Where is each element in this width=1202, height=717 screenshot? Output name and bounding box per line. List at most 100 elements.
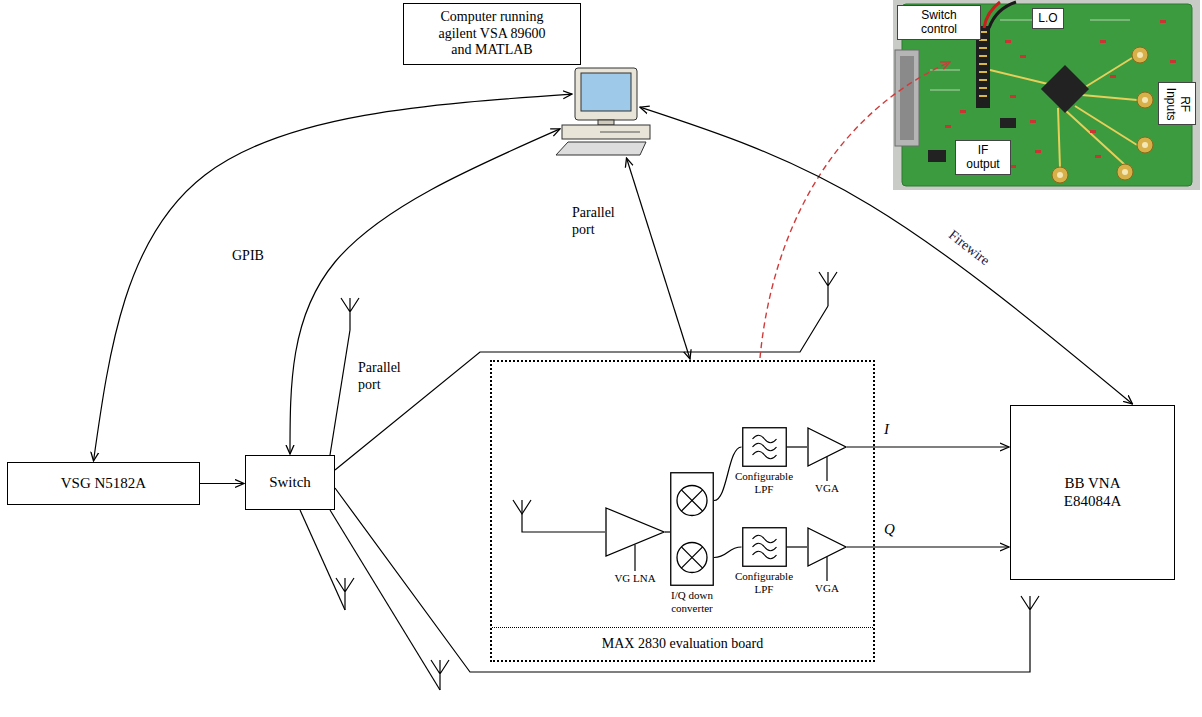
computer-icon xyxy=(575,68,637,120)
filter-symbol xyxy=(742,427,787,467)
board-photo xyxy=(1137,52,1143,58)
node-text: VGA xyxy=(805,582,849,595)
photo-callout: L.O xyxy=(1032,8,1064,29)
antenna-symbol xyxy=(431,660,449,690)
amplifier-symbol xyxy=(807,527,847,581)
photo-callout: RF Inputs xyxy=(1158,82,1196,125)
antenna-wire xyxy=(522,502,605,532)
antenna-symbol xyxy=(341,298,359,330)
antenna-wire xyxy=(300,510,345,610)
node-text: RF Inputs xyxy=(1164,86,1192,121)
instrument-box: VSG N5182A xyxy=(7,462,200,505)
node-text: VG LNA xyxy=(605,572,665,585)
board-photo xyxy=(928,150,946,162)
antenna-wire xyxy=(330,510,440,690)
evaluation-board: MAX 2830 evaluation board VG LNA I/Q down … xyxy=(490,360,875,662)
board-photo xyxy=(1000,118,1016,128)
analyzer-box: BB VNA E84084A xyxy=(1010,405,1175,580)
photo-callout: Switch control xyxy=(897,5,981,40)
board-photo xyxy=(1137,137,1153,153)
board-photo xyxy=(1117,164,1133,180)
amplifier-block: VG LNA xyxy=(605,507,665,585)
board-photo xyxy=(1132,47,1148,63)
node-text: Computer running agilent VSA 89600 and M… xyxy=(429,9,555,59)
node-text: IF output xyxy=(961,143,1005,171)
antenna-wire xyxy=(330,330,350,455)
edge-label: Q xyxy=(884,521,895,539)
computer-icon xyxy=(556,142,646,155)
connector xyxy=(627,158,691,359)
filter-symbol xyxy=(742,527,787,567)
amplifier-block: VGA xyxy=(805,527,849,595)
connector xyxy=(847,446,1009,447)
antenna-symbol xyxy=(336,578,354,610)
antenna-symbol xyxy=(513,500,531,514)
antenna-symbol xyxy=(336,272,1039,690)
mixer-symbol xyxy=(670,472,714,586)
connector xyxy=(787,446,808,447)
node-text: MAX 2830 evaluation board xyxy=(602,636,763,653)
computer-icon xyxy=(556,68,650,155)
switch-box: Switch xyxy=(245,455,335,510)
board-photo xyxy=(989,2,1016,28)
board-photo xyxy=(893,0,1200,190)
board-photo xyxy=(1052,47,1153,183)
filter-block: Configurable LPF xyxy=(732,427,796,496)
board-photo xyxy=(1137,92,1153,108)
board-photo xyxy=(1057,172,1063,178)
computer-icon xyxy=(600,132,640,133)
edge-label: GPIB xyxy=(232,248,264,265)
board-photo xyxy=(1052,167,1068,183)
edge-label: I xyxy=(884,421,889,439)
board-photo xyxy=(1041,65,1089,113)
board-photo xyxy=(979,32,987,96)
connector xyxy=(200,483,244,484)
node-text: Switch control xyxy=(903,8,975,36)
edge-label: Parallel port xyxy=(358,360,412,393)
connector xyxy=(847,546,1009,547)
computer-icon xyxy=(581,73,631,111)
board-photo xyxy=(1142,142,1148,148)
board-photo xyxy=(902,4,1192,186)
board-photo xyxy=(1057,52,1148,178)
connector xyxy=(665,531,670,532)
amplifier-symbol xyxy=(807,427,847,481)
photo-callout: IF output xyxy=(955,140,1011,175)
node-text: VGA xyxy=(805,482,849,495)
amplifier-block: VGA xyxy=(805,427,849,495)
node-text: VSG N5182A xyxy=(61,475,146,493)
node-text: Configurable LPF xyxy=(732,570,796,596)
amplifier-symbol xyxy=(605,507,665,571)
computer-box: Computer running agilent VSA 89600 and M… xyxy=(403,3,581,65)
edge-label: Parallel port xyxy=(572,205,626,238)
connector xyxy=(787,546,808,547)
filter-block: Configurable LPF xyxy=(732,527,796,596)
antenna-wire xyxy=(335,306,828,470)
computer-icon xyxy=(598,120,614,125)
computer-icon xyxy=(562,125,650,139)
board-photo xyxy=(990,58,1137,168)
board-photo xyxy=(893,0,1200,190)
antenna-symbol xyxy=(819,272,837,306)
node-text: Switch xyxy=(269,474,311,492)
node-text: BB VNA E84084A xyxy=(1047,475,1139,510)
photo-pointer xyxy=(760,62,950,358)
antenna-symbol xyxy=(1021,596,1039,628)
antenna-wire xyxy=(300,306,1030,690)
edge-label: Firewire xyxy=(944,227,992,269)
mixer-block: I/Q down converter xyxy=(662,472,722,615)
board-label-band: MAX 2830 evaluation board xyxy=(492,627,873,660)
connector xyxy=(714,547,742,558)
connector xyxy=(290,129,560,454)
node-text: I/Q down converter xyxy=(662,589,722,615)
node-text: Configurable LPF xyxy=(732,470,796,496)
board-photo xyxy=(1142,97,1148,103)
node-text: L.O xyxy=(1038,11,1058,25)
board-photo xyxy=(1122,169,1128,175)
board-photo xyxy=(900,56,914,140)
board-photo xyxy=(895,50,919,146)
